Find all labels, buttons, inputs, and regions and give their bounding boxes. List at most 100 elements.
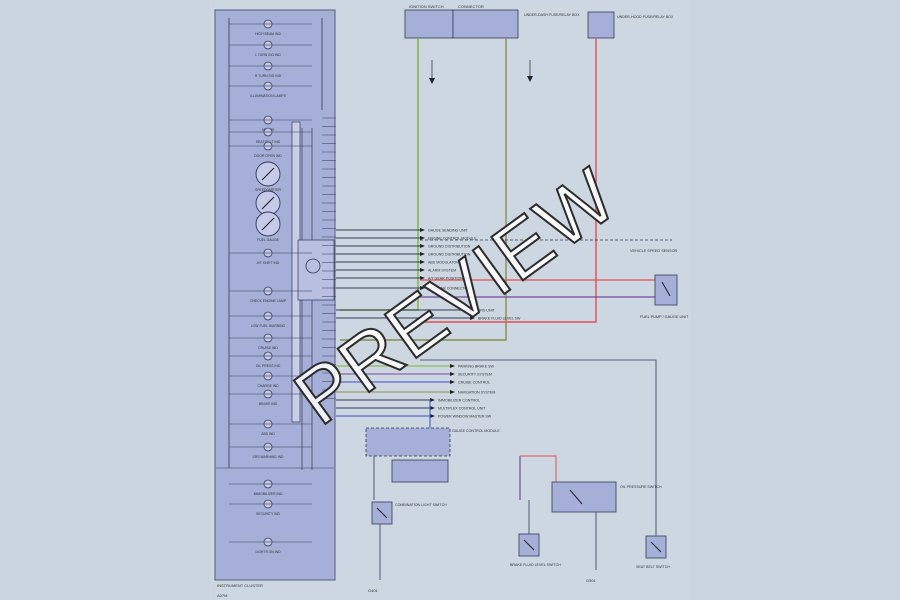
arrow-right-icon xyxy=(420,228,425,232)
signal-row: SRS UNIT xyxy=(336,308,496,313)
combo-switch-label: COMBINATION LIGHT SWITCH xyxy=(395,503,447,507)
signal-label: BRAKE FLUID LEVEL SW xyxy=(478,317,521,321)
indicator-label: CRUISE IND xyxy=(258,346,278,350)
indicator-18: SRS WARNING IND xyxy=(229,442,312,459)
signal-label: GAUGE SENDING UNIT xyxy=(428,229,469,233)
gauge-module-box xyxy=(365,427,451,457)
indicator-label: SPEEDOMETER xyxy=(255,188,282,192)
indicator-12: LOW FUEL WARNING xyxy=(229,311,312,328)
indicator-19: IMMOBILIZER IND xyxy=(229,479,312,496)
cluster-connector-pins xyxy=(322,117,336,399)
signal-row: GROUND DISTRIBUTION xyxy=(336,252,471,257)
signal-row: ALARM SYSTEM xyxy=(336,268,456,273)
indicator-3: ILLUMINATION LAMPS xyxy=(229,81,312,98)
arrow-right-icon xyxy=(430,398,435,402)
fuel-unit-switch xyxy=(661,281,671,297)
oil-switch-box xyxy=(551,481,617,513)
signal-label: DATA LINK CONNECTOR xyxy=(428,287,470,291)
signal-label: POWER WINDOW MASTER SW xyxy=(438,415,492,419)
indicator-label: FUEL GAUGE xyxy=(257,238,279,242)
indicator-label: ABS IND xyxy=(261,432,275,436)
signal-label: A/T GEAR POSITION SW xyxy=(428,277,470,281)
signal-label: IMMOBILIZER CONTROL xyxy=(438,399,480,403)
signal-rows: GAUGE SENDING UNIT ENGINE CONTROL MODULE G… xyxy=(336,228,521,419)
gauge-module-label: GAUGE CONTROL MODULE xyxy=(452,429,500,433)
brake-switch-label: BRAKE FLUID LEVEL SWITCH xyxy=(510,563,561,567)
signal-label: SRS UNIT xyxy=(478,309,496,313)
arrow-right-icon xyxy=(420,286,425,290)
indicator-label: SRS WARNING IND xyxy=(253,455,285,459)
seat-switch-label: SEAT BELT SWITCH xyxy=(636,565,670,569)
signal-row: BRAKE FLUID LEVEL SW xyxy=(336,316,521,321)
vss-label: VEHICLE SPEED SENSOR xyxy=(630,249,678,253)
connector-label: CONNECTOR xyxy=(458,4,484,9)
arrow-right-icon xyxy=(420,260,425,264)
indicator-13: CRUISE IND xyxy=(229,333,312,350)
seat-belt-feed xyxy=(420,359,657,536)
indicator-label: CHARGE IND xyxy=(257,384,279,388)
bottom-components: GAUGE CONTROL MODULE COMBINATION LIGHT S… xyxy=(365,359,670,593)
cluster-subpanel xyxy=(297,239,335,301)
signal-row: DATA LINK CONNECTOR xyxy=(336,286,470,291)
indicator-label: ILLUMINATION LAMPS xyxy=(250,94,287,98)
indicator-label: R TURN SIG IND xyxy=(255,74,282,78)
gauge-needle xyxy=(261,217,275,231)
indicator-label: BRAKE IND xyxy=(259,402,278,406)
arrow-right-icon xyxy=(420,244,425,248)
indicator-label: A/T SHIFT IND xyxy=(257,261,280,265)
indicator-2: R TURN SIG IND xyxy=(229,61,312,78)
indicator-11: CHECK ENGINE LAMP xyxy=(229,286,312,303)
signal-row: ABS MODULATOR xyxy=(336,260,459,265)
cluster-label: INSTRUMENT CLUSTER xyxy=(217,583,263,588)
ignition-switch-box xyxy=(404,9,454,39)
signal-label: ALARM SYSTEM xyxy=(428,269,456,273)
arrow-right-icon xyxy=(420,252,425,256)
signal-label: PARKING BRAKE SW xyxy=(458,365,494,369)
indicator-label: LIGHTS ON IND xyxy=(255,550,281,554)
arrow-right-icon xyxy=(430,414,435,418)
gauge-module-relay xyxy=(391,459,449,483)
fuel-unit-label: FUEL PUMP / GAUGE UNIT xyxy=(640,315,689,319)
arrow-right-icon xyxy=(420,268,425,272)
instrument-cluster: SPEEDOMETERTACHOMETERFUEL GAUGE HIGH BEA… xyxy=(214,9,336,598)
top-fuse-boxes: IGNITION SWITCH CONNECTOR UNDER-DASH FUS… xyxy=(404,4,674,84)
signal-row: IMMOBILIZER CONTROL xyxy=(336,398,480,403)
arrow-right-icon xyxy=(470,316,475,320)
indicator-1: L TURN SIG IND xyxy=(229,40,312,57)
signal-label: ENGINE CONTROL MODULE xyxy=(428,237,477,241)
signal-row: POWER WINDOW MASTER SW xyxy=(336,414,492,419)
ignition-switch-label: IGNITION SWITCH xyxy=(409,4,444,9)
signal-row: MULTIPLEX CONTROL UNIT xyxy=(336,406,486,411)
arrow-right-icon xyxy=(450,380,455,384)
red-feed xyxy=(420,38,597,323)
oil-switch-contact xyxy=(569,489,583,505)
power-feeds xyxy=(340,38,597,341)
indicator-7: SPEEDOMETER xyxy=(255,161,282,192)
signal-row: GROUND DISTRIBUTION xyxy=(336,244,471,249)
signal-row: PARKING BRAKE SW xyxy=(336,364,494,369)
signal-row: GAUGE SENDING UNIT xyxy=(336,228,469,233)
indicator-6: DOOR OPEN IND xyxy=(229,141,312,158)
fuse-main-label: UNDER-DASH FUSE/RELAY BOX xyxy=(524,13,580,17)
signal-label: CRUISE CONTROL xyxy=(458,381,490,385)
indicator-20: SECURITY IND xyxy=(229,499,312,516)
indicator-16: BRAKE IND xyxy=(229,389,312,406)
ground-mid-label: G501 xyxy=(586,578,597,583)
indicator-9: FUEL GAUGE xyxy=(255,211,281,242)
signal-label: ABS MODULATOR xyxy=(428,261,459,265)
fuse-right-label: UNDER-HOOD FUSE/RELAY BOX xyxy=(617,15,674,19)
indicator-label: CHECK ENGINE LAMP xyxy=(250,299,287,303)
indicator-label: LOW FUEL WARNING xyxy=(251,324,286,328)
ground-left-label: G401 xyxy=(368,588,379,593)
indicator-10: A/T SHIFT IND xyxy=(229,248,312,265)
indicator-label: HIGH BEAM IND xyxy=(255,32,281,36)
subpanel-bulb xyxy=(305,258,321,274)
indicator-label: L TURN SIG IND xyxy=(255,53,281,57)
arrow-right-icon xyxy=(430,406,435,410)
connector-box xyxy=(452,9,519,39)
signal-label: SECURITY SYSTEM xyxy=(458,373,492,377)
gauge-needle xyxy=(261,167,275,181)
signal-label: NAVIGATION SYSTEM xyxy=(458,391,495,395)
gnd-arrow-2 xyxy=(527,76,533,82)
